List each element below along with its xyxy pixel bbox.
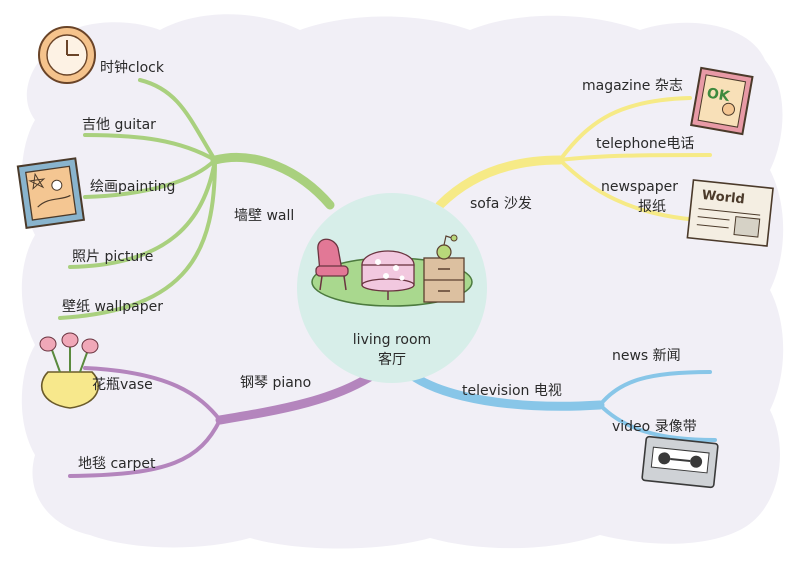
living-room-furniture-icon <box>311 234 473 307</box>
magazine-icon: OK <box>690 66 754 136</box>
branch-label-sofa: sofa 沙发 <box>470 196 532 212</box>
item-magazine: magazine 杂志 <box>582 78 683 94</box>
item-carpet: 地毯 carpet <box>78 456 156 472</box>
item-video: video 录像带 <box>612 419 697 435</box>
newspaper-title-text: World <box>701 188 745 207</box>
center-label-chinese: 客厅 <box>378 352 406 368</box>
branch-label-television: television 电视 <box>462 383 562 399</box>
magazine-ok-text: OK <box>706 85 732 105</box>
painting-icon <box>16 157 86 230</box>
item-vase: 花瓶vase <box>92 377 153 393</box>
piano-branch-lines <box>68 365 385 478</box>
vase-icon <box>39 332 100 409</box>
wall-branch-lines <box>58 78 335 320</box>
branch-label-wall: 墙壁 wall <box>234 208 295 224</box>
item-newspaper: newspaper <box>601 179 678 195</box>
videotape-icon <box>641 435 719 489</box>
newspaper-icon: World <box>686 179 774 247</box>
television-branch-lines <box>400 365 717 442</box>
center-label-english: living room <box>352 332 432 348</box>
item-picture: 照片 picture <box>72 249 154 265</box>
branch-label-piano: 钢琴 piano <box>240 375 312 391</box>
item-guitar: 吉他 guitar <box>82 117 156 133</box>
item-telephone: telephone电话 <box>596 136 695 152</box>
sofa-branch-lines <box>435 96 712 222</box>
item-wallpaper: 壁纸 wallpaper <box>62 299 163 315</box>
item-newspaper-chinese: 报纸 <box>638 199 666 215</box>
clock-icon <box>38 26 96 84</box>
item-news: news 新闻 <box>612 348 681 364</box>
item-clock: 时钟clock <box>100 60 164 76</box>
item-painting: 绘画painting <box>90 179 176 195</box>
